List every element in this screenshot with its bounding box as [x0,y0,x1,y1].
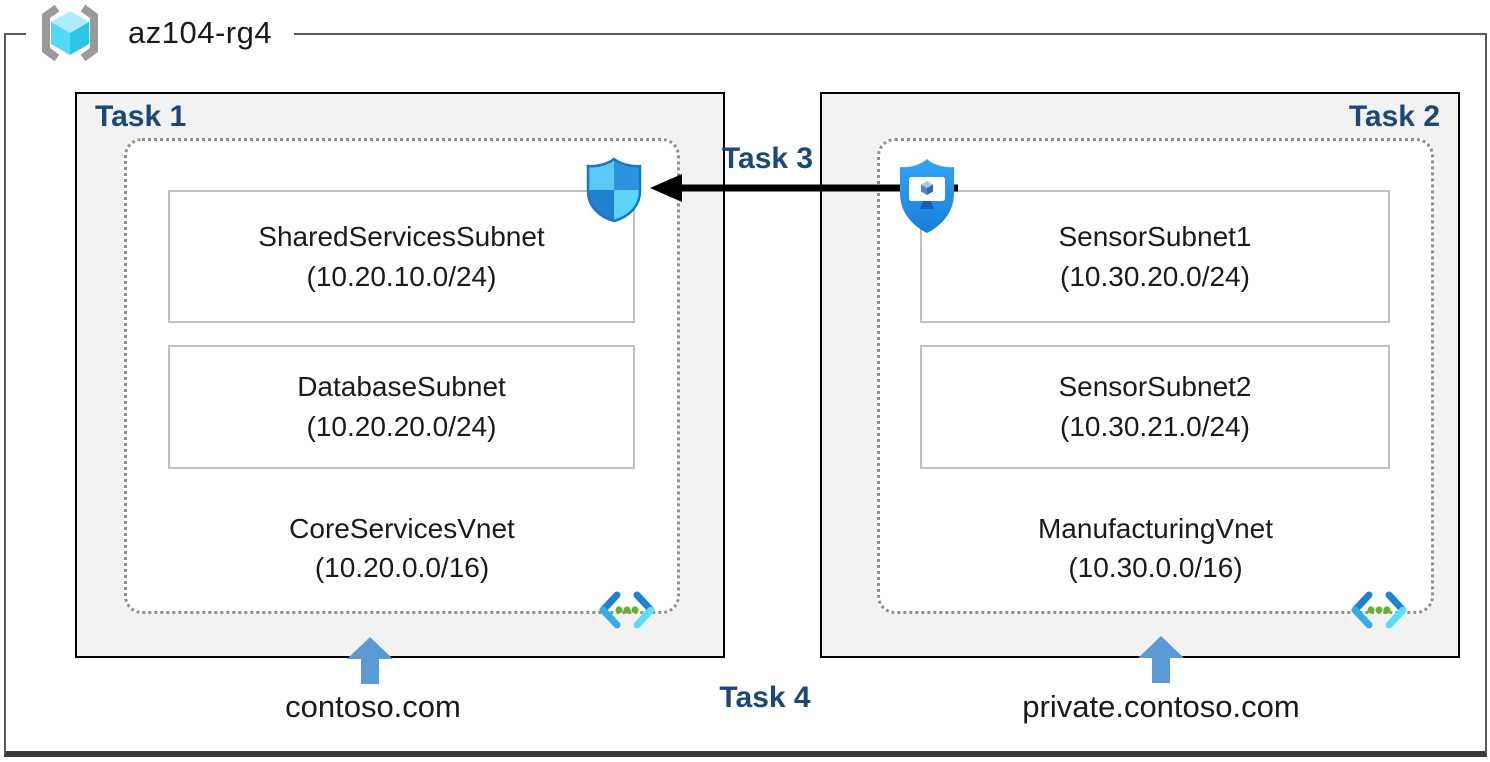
sensor-subnet1-box: SensorSubnet1 (10.30.20.0/24) [920,190,1390,323]
bastion-shield-monitor-icon [900,159,954,233]
vnet-cidr: (10.30.0.0/16) [1068,552,1243,583]
task4-label: Task 4 [719,681,811,714]
task1-label: Task 1 [95,100,187,133]
manufacturing-vnet-label: ManufacturingVnet (10.30.0.0/16) [880,509,1431,587]
dns-up-arrow-icon [1138,636,1184,683]
resource-group-name: az104-rg4 [128,15,273,50]
subnet-cidr: (10.20.20.0/24) [306,411,497,442]
subnet-name: SharedServicesSubnet [258,220,545,252]
coreservices-vnet-box: SharedServicesSubnet (10.20.10.0/24) Dat… [124,138,680,629]
task2-label: Task 2 [1348,100,1440,133]
subnet-name: SensorSubnet1 [1058,220,1252,252]
resource-group-frame [4,33,1487,757]
subnet-cidr: (10.30.20.0/24) [1060,260,1250,292]
dns-up-arrow-icon [347,637,393,684]
virtual-network-icon [1351,591,1407,629]
sharedservices-subnet-box: SharedServicesSubnet (10.20.10.0/24) [168,190,635,323]
manufacturing-vnet-box: SensorSubnet1 (10.30.20.0/24) SensorSubn… [877,138,1434,629]
vnet-cidr: (10.20.0.0/16) [314,552,490,583]
coreservices-vnet-label: CoreServicesVnet (10.20.0.0/16) [127,509,677,587]
dns-domain-left: contoso.com [285,689,461,724]
network-security-group-icon [586,157,642,223]
subnet-name: SensorSubnet2 [1058,371,1252,402]
task3-label: Task 3 [721,142,814,175]
resource-group-icon [42,4,98,62]
subnet-cidr: (10.30.21.0/24) [1060,411,1250,442]
subnet-cidr: (10.20.10.0/24) [306,260,497,292]
database-subnet-box: DatabaseSubnet (10.20.20.0/24) [168,345,635,469]
subnet-name: DatabaseSubnet [297,371,506,402]
dns-domain-right: private.contoso.com [1022,689,1300,724]
vnet-name: ManufacturingVnet [1037,513,1274,544]
virtual-network-icon [599,591,655,629]
resource-group-legend: az104-rg4 [26,2,295,64]
sensor-subnet2-box: SensorSubnet2 (10.30.21.0/24) [920,345,1390,469]
vnet-name: CoreServicesVnet [289,513,515,544]
